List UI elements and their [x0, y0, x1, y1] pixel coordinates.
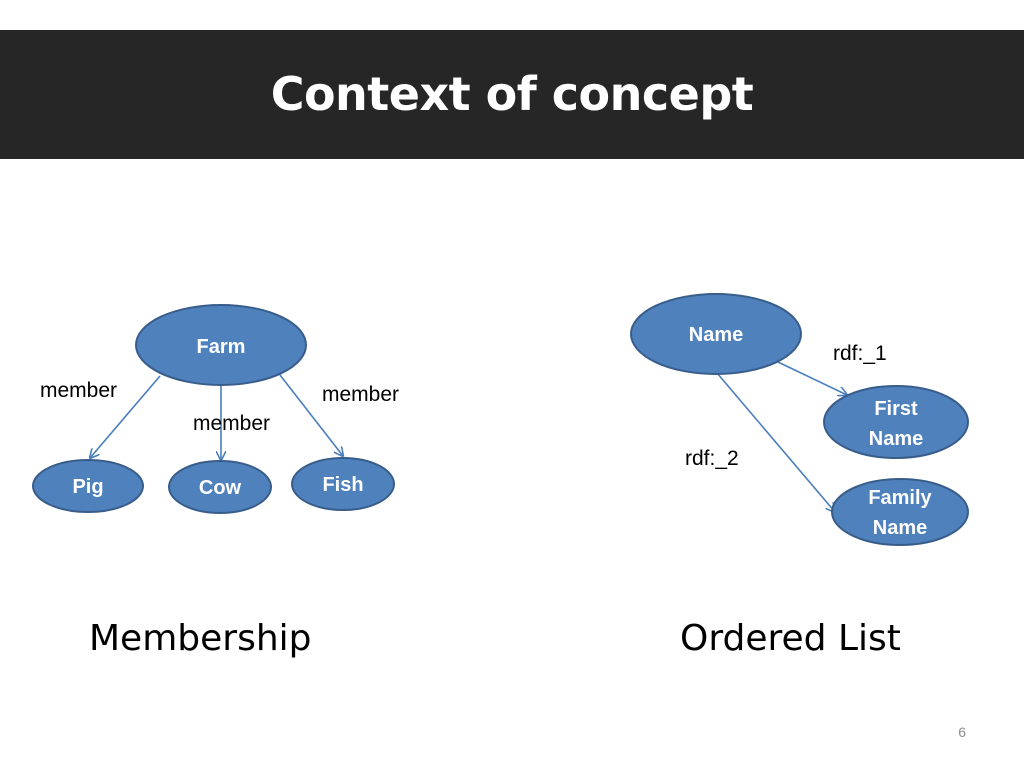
node-cow-label: Cow — [199, 477, 242, 499]
node-pig-label: Pig — [72, 476, 103, 498]
node-pig: Pig — [32, 459, 144, 513]
edge-label-farm-pig: member — [40, 379, 117, 402]
membership-caption: Membership — [89, 618, 312, 659]
edge-farm-fish — [279, 374, 343, 456]
slide-title: Context of concept — [270, 67, 754, 121]
edge-farm-pig — [90, 375, 161, 458]
node-family-name-line2: Name — [873, 517, 927, 539]
edge-label-rdf-2: rdf:_2 — [685, 447, 739, 470]
node-first-name: First Name — [823, 385, 969, 459]
edge-label-farm-fish: member — [322, 383, 399, 406]
node-cow: Cow — [168, 460, 272, 514]
node-fish-label: Fish — [322, 474, 363, 496]
edge-name-first — [777, 361, 847, 395]
node-farm-label: Farm — [197, 336, 246, 358]
node-name-label: Name — [689, 324, 743, 346]
node-family-name: Family Name — [831, 478, 969, 546]
edge-name-family — [716, 372, 835, 512]
node-fish: Fish — [291, 457, 395, 511]
node-first-name-line1: First — [874, 398, 918, 420]
node-name: Name — [630, 293, 802, 375]
node-family-name-line1: Family — [868, 487, 932, 509]
page-number: 6 — [958, 724, 966, 740]
ordered-list-caption: Ordered List — [680, 618, 901, 659]
edge-label-farm-cow: member — [193, 412, 270, 435]
node-first-name-line2: Name — [869, 428, 923, 450]
title-bar: Context of concept — [0, 30, 1024, 159]
edge-label-rdf-1: rdf:_1 — [833, 342, 887, 365]
node-farm: Farm — [135, 304, 307, 386]
